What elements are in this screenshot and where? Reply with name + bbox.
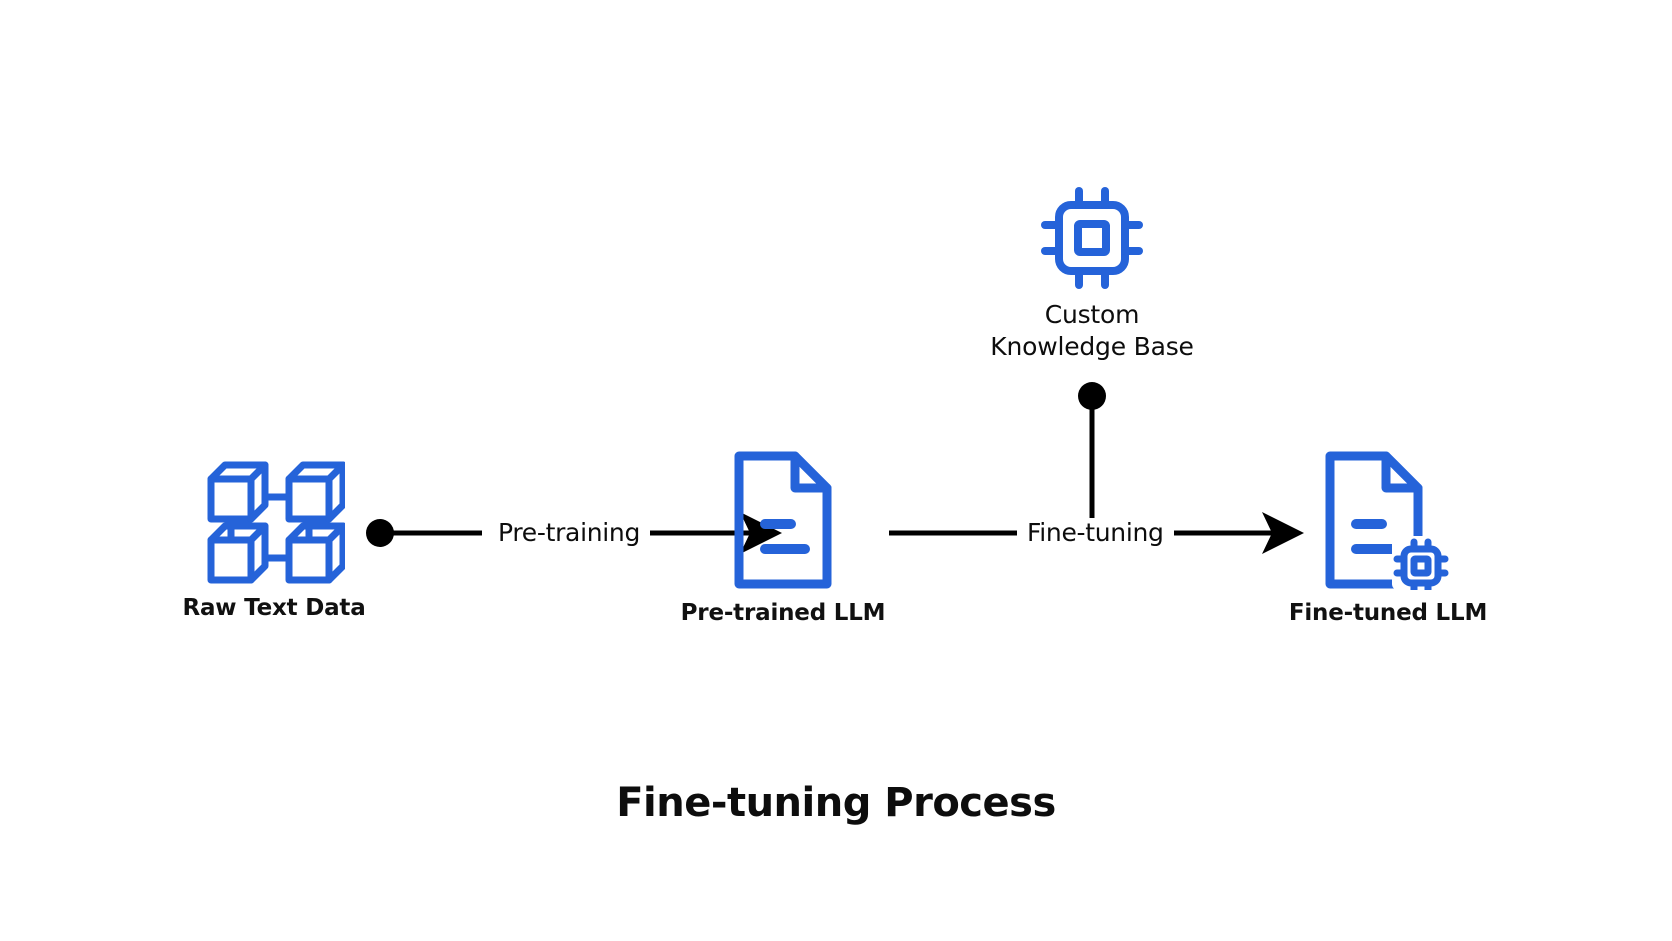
cpu-chip-icon [1040, 186, 1144, 290]
fine-tuning-arrowhead [1262, 512, 1304, 554]
node-label-fine-tuned-llm: Fine-tuned LLM [1288, 600, 1488, 626]
pre-training-arrowhead [740, 512, 782, 554]
document-with-chip-icon [1324, 450, 1452, 594]
blockchain-cubes-icon [203, 455, 347, 585]
node-label-pre-trained-llm: Pre-trained LLM [680, 600, 886, 626]
node-label-custom-knowledge-base-line1: Custom [1044, 300, 1140, 329]
knowledge-feed-dot [1078, 382, 1106, 410]
knowledge-feed-connector [1078, 382, 1106, 533]
node-label-raw-text-data: Raw Text Data [182, 595, 366, 621]
node-raw-text-data[interactable]: Raw Text Data [182, 455, 366, 621]
diagram-title: Fine-tuning Process [616, 780, 1056, 826]
edge-label-pre-training: Pre-training [488, 518, 651, 547]
pre-training-start-dot [366, 519, 394, 547]
pre-training-connector [366, 512, 782, 554]
edge-label-fine-tuning: Fine-tuning [1017, 518, 1174, 547]
fine-tuning-connector [889, 512, 1304, 554]
node-pre-trained-llm[interactable]: Pre-trained LLM [680, 450, 886, 626]
document-icon [733, 450, 833, 590]
node-label-custom-knowledge-base-line2: Knowledge Base [990, 332, 1194, 361]
node-fine-tuned-llm[interactable]: Fine-tuned LLM [1288, 450, 1488, 626]
node-custom-knowledge-base[interactable]: Custom Knowledge Base [952, 186, 1232, 362]
